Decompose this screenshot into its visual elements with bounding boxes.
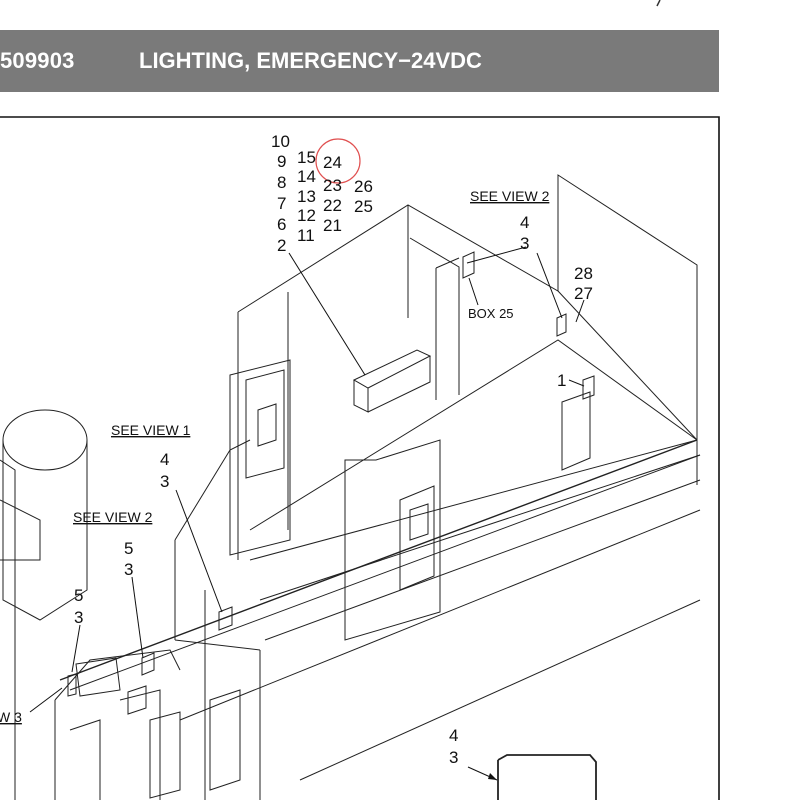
callout-4-view1: 4 xyxy=(160,450,169,469)
figure-number: 509903 xyxy=(0,48,75,73)
page-title: LIGHTING, EMERGENCY−24VDC xyxy=(139,48,482,73)
corner-mark xyxy=(656,0,661,7)
see-view-2-left: SEE VIEW 2 xyxy=(73,509,153,525)
callout-3-bottom: 3 xyxy=(449,748,458,767)
callout-15: 15 xyxy=(297,148,316,167)
callout-13: 13 xyxy=(297,187,316,206)
callout-12: 12 xyxy=(297,206,316,225)
callout-26: 26 xyxy=(354,177,373,196)
drawing-frame xyxy=(0,116,720,800)
see-view-1: SEE VIEW 1 xyxy=(111,422,191,438)
callout-1: 1 xyxy=(557,371,566,390)
callout-27: 27 xyxy=(574,284,593,303)
callout-4-top: 4 xyxy=(520,213,529,232)
equipment-outline xyxy=(0,174,701,800)
callout-11: 11 xyxy=(297,226,315,245)
callout-25: 25 xyxy=(354,197,373,216)
see-view-2-top: SEE VIEW 2 xyxy=(470,188,550,204)
callout-21: 21 xyxy=(323,216,342,235)
callout-3-left: 3 xyxy=(124,560,133,579)
callout-10: 10 xyxy=(271,132,290,151)
callout-8: 8 xyxy=(277,173,286,192)
see-view-3: W 3 xyxy=(0,709,22,725)
header-banner: 509903 LIGHTING, EMERGENCY−24VDC xyxy=(0,30,719,92)
callout-22: 22 xyxy=(323,196,342,215)
callout-2: 2 xyxy=(277,236,286,255)
callout-9: 9 xyxy=(277,152,286,171)
leader-lines xyxy=(29,246,585,781)
box-25-label: BOX 25 xyxy=(468,306,514,321)
callout-3-left2: 3 xyxy=(74,608,83,627)
highlight-circle xyxy=(315,138,361,184)
callout-5-left: 5 xyxy=(124,539,133,558)
callout-6: 6 xyxy=(277,215,286,234)
callout-23: 23 xyxy=(323,176,342,195)
callout-4-bottom: 4 xyxy=(449,726,458,745)
callout-5-left2: 5 xyxy=(74,586,83,605)
callout-7: 7 xyxy=(277,194,286,213)
callout-24: 24 xyxy=(323,153,342,172)
callout-28: 28 xyxy=(574,264,593,283)
callout-3-top: 3 xyxy=(520,234,529,253)
arrow-head xyxy=(488,773,497,780)
callout-3-view1: 3 xyxy=(160,472,169,491)
callout-14: 14 xyxy=(297,167,316,186)
